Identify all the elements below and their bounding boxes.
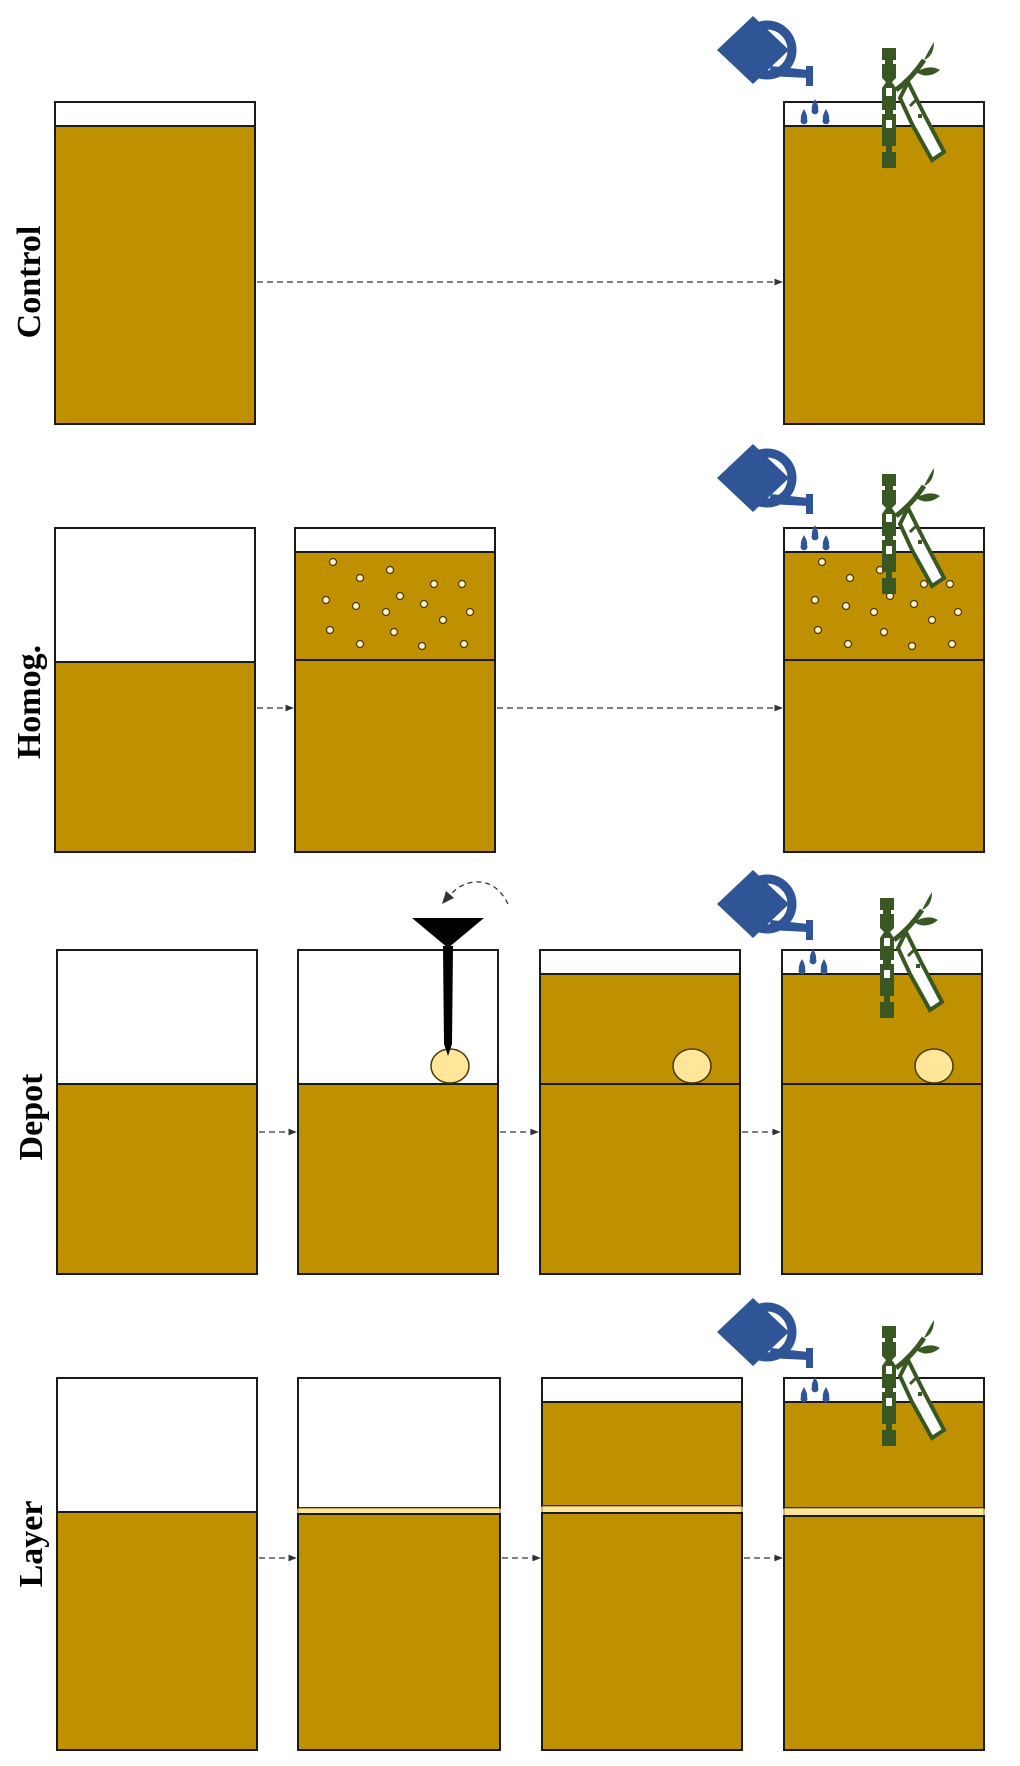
watering-can-icon <box>717 444 813 514</box>
row-label-layer: Layer <box>13 1501 50 1588</box>
rotate-arrow-icon <box>447 881 509 905</box>
amendment-layer <box>783 1507 985 1517</box>
depot-pot-final <box>781 949 983 1275</box>
layer-pot-filled <box>541 1377 743 1751</box>
amendment-particles <box>810 557 963 651</box>
watering-can-icon <box>717 870 813 940</box>
row-label-control: Control <box>11 226 48 339</box>
depot-pellet <box>672 1048 712 1084</box>
control-pot-final <box>783 101 985 425</box>
watering-can-icon <box>717 16 813 86</box>
amendment-layer <box>541 1505 743 1514</box>
layer-pot-amended <box>297 1377 501 1751</box>
depot-pellet <box>914 1048 954 1084</box>
row-label-homog: Homog. <box>11 645 48 759</box>
watering-can-icon <box>717 1298 813 1368</box>
row-label-depot: Depot <box>13 1073 50 1161</box>
control-row <box>54 16 985 425</box>
homog-pot-initial <box>54 527 256 853</box>
homog-pot-mixed <box>294 527 496 853</box>
amendment-particles <box>321 557 475 651</box>
layer-pot-initial <box>56 1377 258 1751</box>
layer-row <box>56 1298 985 1751</box>
control-pot-initial <box>54 101 256 425</box>
homog-pot-final <box>783 527 985 853</box>
depot-row <box>56 870 983 1275</box>
funnel-icon <box>412 918 484 1056</box>
depot-pot-filled <box>539 949 741 1275</box>
depot-pot-placement <box>297 881 509 1275</box>
homog-row <box>54 444 985 853</box>
depot-pellet <box>430 1048 470 1084</box>
depot-pot-initial <box>56 949 258 1275</box>
